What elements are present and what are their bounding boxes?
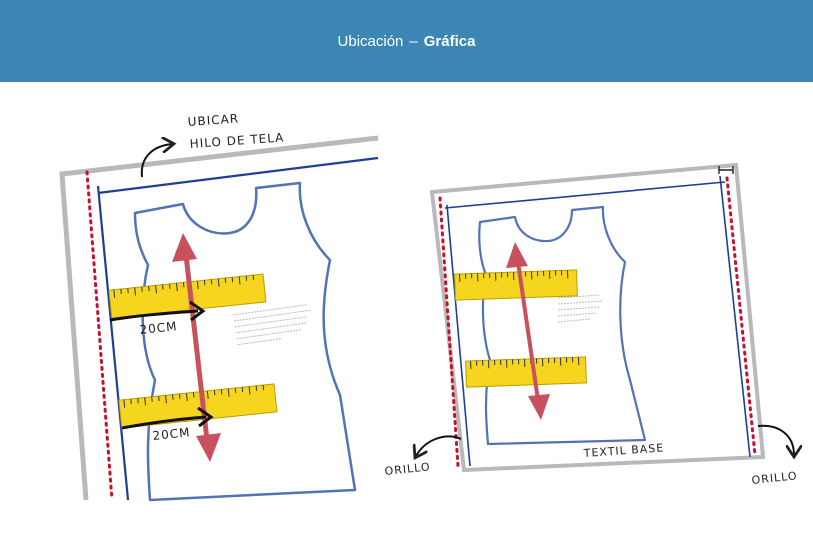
pattern-print-text: [233, 304, 311, 346]
selvage-label-right: ORILLO: [751, 469, 798, 487]
bodice-pattern-right: [478, 205, 647, 446]
header-subtitle: Gráfica: [423, 32, 476, 50]
ruler-bottom-right: [465, 356, 587, 388]
measure-arrowhead-bottom: [197, 406, 214, 428]
grain-arrow-right: [506, 242, 550, 420]
header-separator: –: [409, 32, 418, 50]
grain-line-left: [446, 204, 471, 467]
measure-label-top: 20CM: [139, 319, 178, 337]
annotation-line-1: UBICAR: [187, 111, 239, 129]
grain-line-right: [719, 175, 751, 458]
annotation-arrow: [140, 144, 172, 178]
selvage-dots-left: [438, 196, 460, 468]
measure-arrow-top: [109, 309, 199, 322]
left-figure: 20CM 20CM UBICAR HILO DE TELA: [59, 111, 379, 502]
measure-arrowhead-top: [189, 300, 206, 322]
margin-bracket: [718, 166, 734, 174]
selvage-dots-right: [725, 176, 757, 457]
placement-illustration: 20CM 20CM UBICAR HILO DE TELA: [59, 111, 813, 502]
header-title: Ubicación: [337, 32, 404, 50]
selvage-label-left: ORILLO: [384, 460, 431, 478]
ruler-bottom: [118, 383, 278, 429]
right-figure: TEXTIL BASE ORILLO ORILLO: [384, 162, 798, 487]
bodice-pattern: [133, 181, 357, 502]
grain-line-top-right: [444, 181, 726, 209]
selvage-arrow-left: [416, 435, 462, 456]
selvage-arrow-right: [757, 424, 794, 455]
measure-label-bottom: 20CM: [152, 425, 191, 443]
ruler-top-right: [454, 269, 578, 301]
selvage-dots: [85, 170, 114, 502]
measure-arrow-bottom: [121, 415, 207, 430]
annotation-line-2: HILO DE TELA: [189, 130, 285, 151]
fabric-label: TEXTIL BASE: [582, 441, 664, 460]
grain-arrow: [172, 233, 221, 462]
grain-line-vertical: [96, 185, 130, 501]
pattern-print-text-right: [557, 294, 604, 323]
fabric-edge-right: [429, 162, 766, 473]
page-header: Ubicación – Gráfica: [0, 0, 813, 82]
grain-line-top: [97, 156, 379, 195]
fabric-edge: [59, 135, 379, 501]
